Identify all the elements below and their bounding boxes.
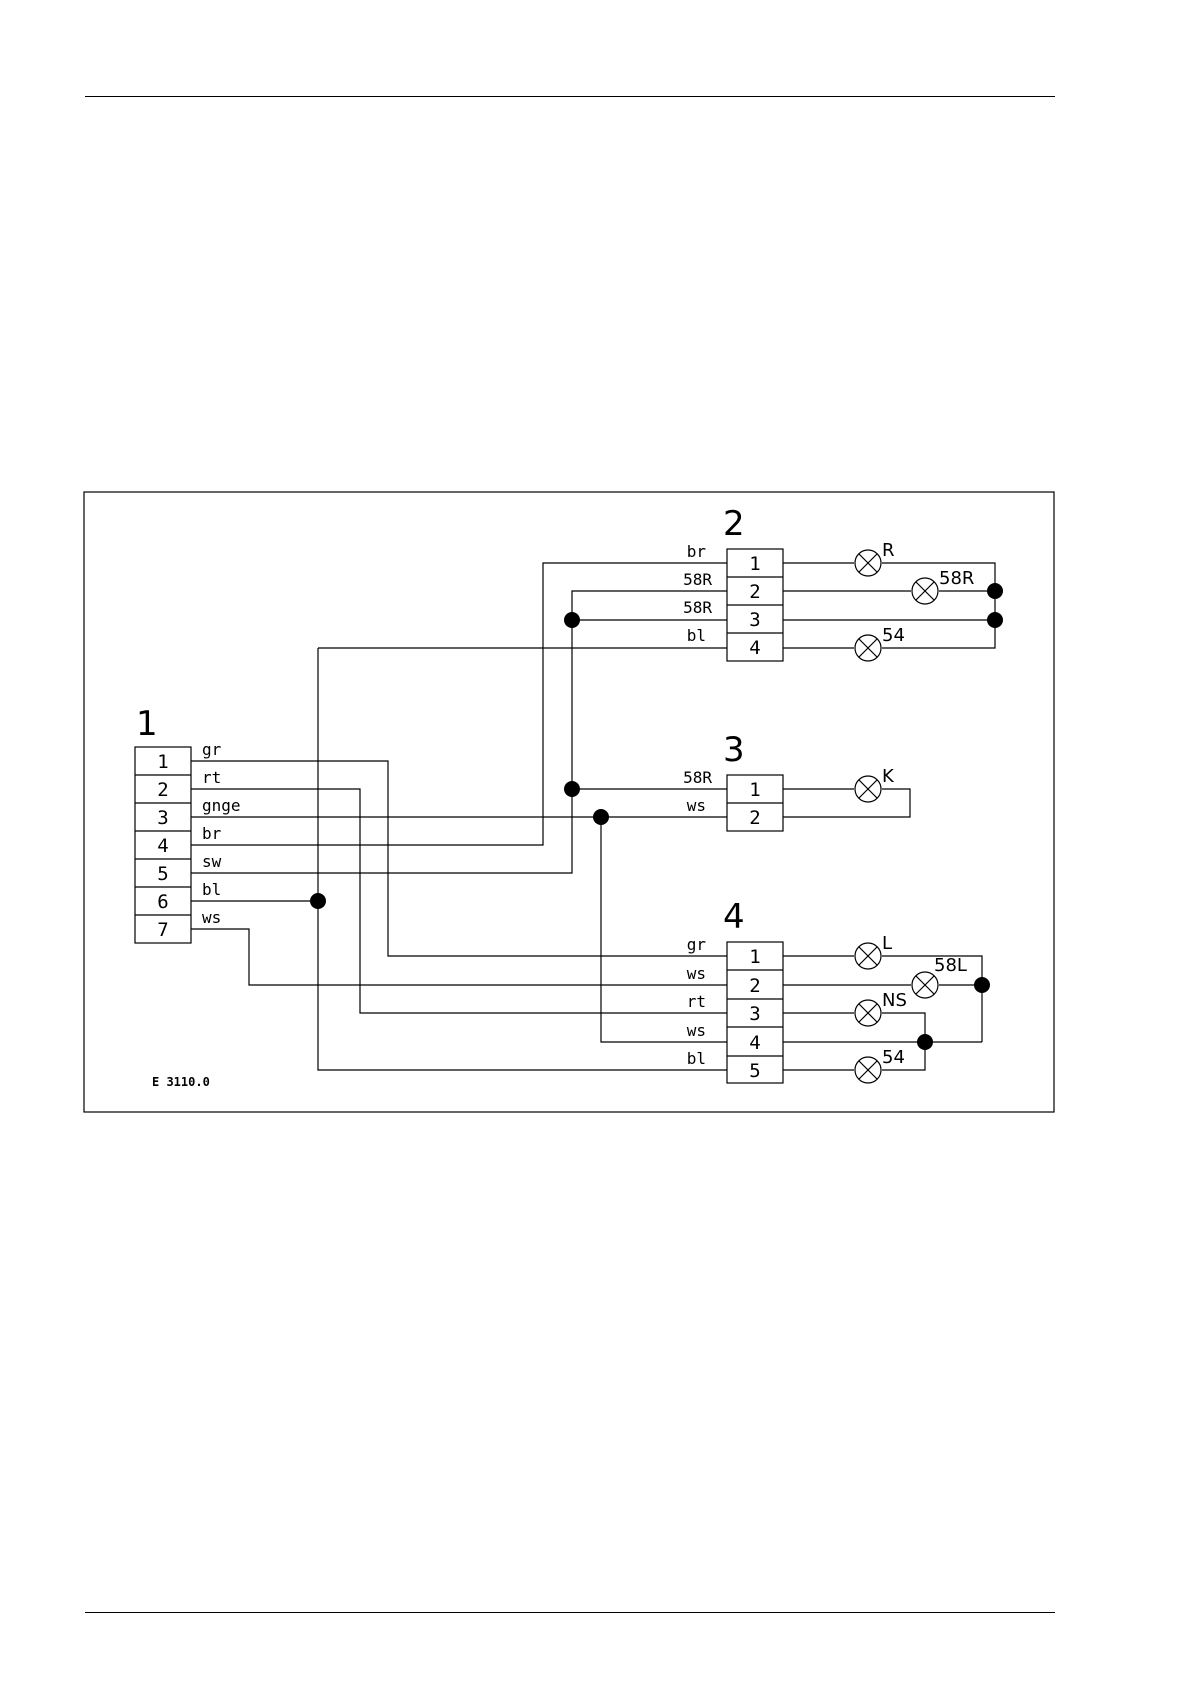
lamp-label: NS	[882, 990, 907, 1011]
lamp-icon	[855, 943, 881, 969]
lamp-icon	[855, 550, 881, 576]
pin-number: 2	[749, 975, 760, 997]
lamp-icon	[855, 1057, 881, 1083]
pin-number: 1	[749, 779, 760, 801]
wire-label: ws	[687, 796, 706, 815]
wire-gr	[191, 761, 727, 956]
lamp-label: 54	[882, 1047, 905, 1068]
junction-dot	[974, 977, 990, 993]
junction-dot	[310, 893, 326, 909]
pin-number: 3	[749, 1003, 760, 1025]
wire-label: br	[687, 542, 707, 561]
wire-label: gnge	[202, 796, 241, 815]
pin-number: 7	[157, 919, 168, 941]
wire-label: 58R	[683, 598, 712, 617]
wire-label: 58R	[683, 570, 712, 589]
pin-number: 1	[749, 553, 760, 575]
lamp-label: 54	[882, 625, 905, 646]
connector-1-title: 1	[136, 704, 158, 744]
wire-label: ws	[202, 908, 221, 927]
lamp-icon	[855, 776, 881, 802]
junction-dot	[564, 781, 580, 797]
wire-label: ws	[687, 964, 706, 983]
wire-label: 58R	[683, 768, 712, 787]
wire-label: gr	[687, 935, 707, 954]
pin-number: 4	[749, 637, 760, 659]
junction-dot	[987, 612, 1003, 628]
lamp-label: L	[882, 933, 892, 954]
wire-ws-c4-pin4	[601, 817, 727, 1042]
connector-1: 1 1 2 3 4 5 6 7 gr rt gnge br sw bl ws	[135, 704, 241, 943]
footer-rule	[85, 1612, 1055, 1613]
pin-number: 1	[157, 751, 168, 773]
wire-label: bl	[687, 1049, 706, 1068]
pin-number: 2	[157, 779, 168, 801]
wire-label: bl	[202, 880, 221, 899]
wire-ws	[191, 929, 727, 985]
wire-label: gr	[202, 740, 222, 759]
connector-3: 3 1 2 58R ws K	[683, 730, 895, 831]
wire-br	[191, 563, 727, 845]
pin-number: 3	[157, 807, 168, 829]
wire-bl-bus	[318, 648, 727, 1070]
lamp-icon	[855, 635, 881, 661]
wire-label: br	[202, 824, 222, 843]
wire-label: bl	[687, 626, 706, 645]
pin-number: 3	[749, 609, 760, 631]
connector-2: 2 1 2 3 4 br 58R 58R bl R 58R 54	[683, 504, 974, 661]
pin-number: 5	[157, 863, 168, 885]
pin-number: 6	[157, 891, 168, 913]
pin-number: 4	[749, 1032, 760, 1054]
lamp-label: 58L	[934, 955, 967, 976]
pin-number: 1	[749, 946, 760, 968]
wire-label: ws	[687, 1021, 706, 1040]
junction-dot	[987, 583, 1003, 599]
pin-number: 4	[157, 835, 168, 857]
c3-ret-1	[783, 789, 910, 817]
drawing-id: E 3110.0	[152, 1075, 210, 1089]
connector-3-title: 3	[723, 730, 745, 770]
connector-2-title: 2	[723, 504, 745, 544]
wire-label: rt	[202, 768, 221, 787]
lamp-icon	[912, 578, 938, 604]
pin-number: 2	[749, 581, 760, 603]
lamp-label: R	[882, 540, 895, 561]
junction-dot	[564, 612, 580, 628]
connector-4-title: 4	[723, 897, 745, 937]
junction-dot	[593, 809, 609, 825]
junction-dot	[917, 1034, 933, 1050]
wire-label: sw	[202, 852, 222, 871]
wire-label: rt	[687, 992, 706, 1011]
pin-number: 2	[749, 807, 760, 829]
pin-number: 5	[749, 1060, 760, 1082]
lamp-label: K	[882, 766, 895, 787]
lamp-label: 58R	[939, 568, 974, 589]
lamp-icon	[855, 1000, 881, 1026]
wire-sw	[191, 591, 727, 873]
